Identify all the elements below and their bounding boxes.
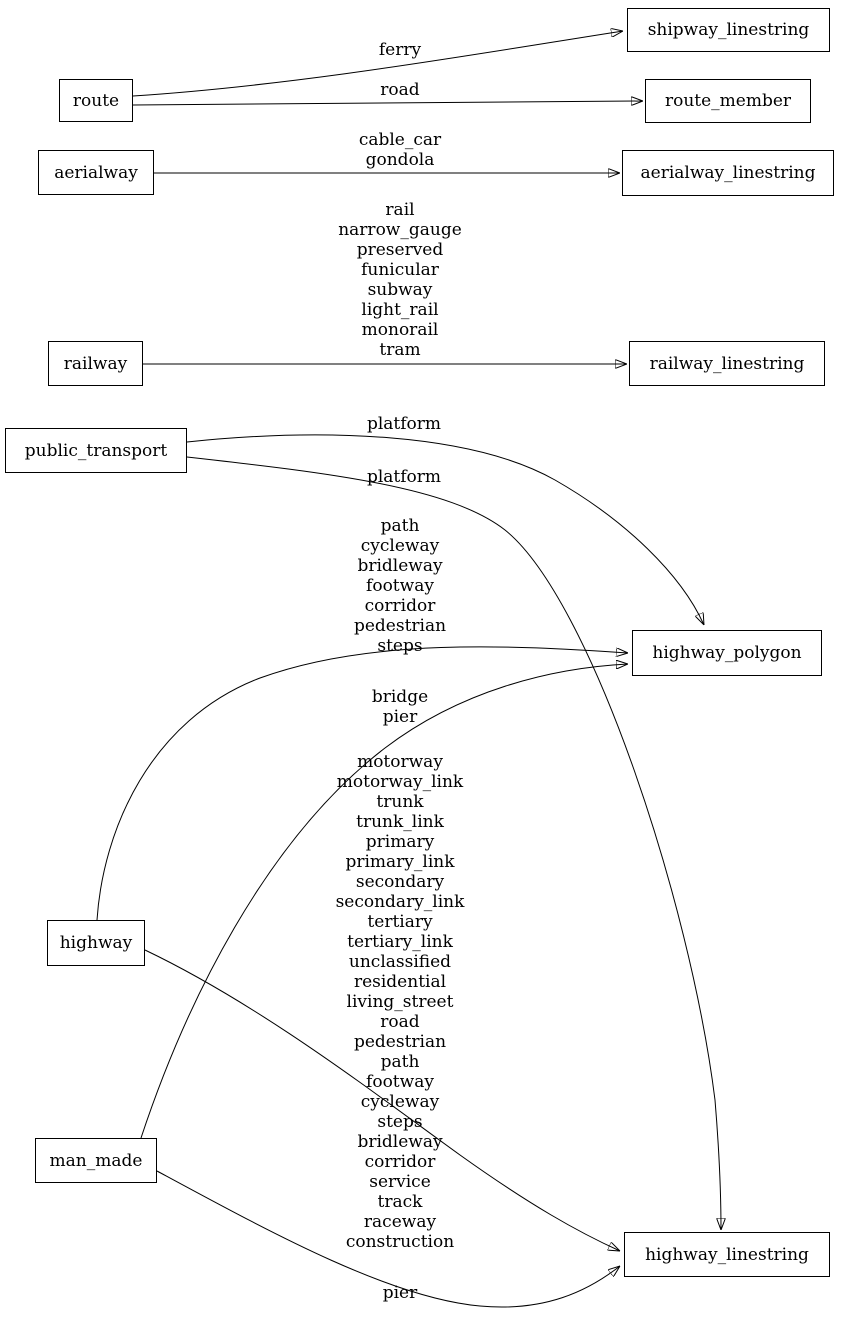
edge-label-cable-car-gondola: cable_car gondola (358, 130, 442, 170)
edge-public-transport-highway-linestring (186, 456, 721, 1230)
edge-highway-highway-linestring (144, 949, 620, 1251)
edge-label-platform-linestring: platform (366, 467, 442, 487)
edge-label-highway-polygon-types: path cycleway bridleway footway corridor… (353, 516, 447, 656)
edge-label-bridge-pier: bridge pier (371, 687, 429, 727)
edge-label-pier: pier (382, 1283, 418, 1303)
edge-public-transport-highway-polygon (186, 434, 704, 625)
edge-route-route-member (132, 101, 643, 105)
edge-highway-highway-polygon (96, 646, 628, 921)
edge-man-made-highway-polygon (140, 664, 628, 1139)
edge-label-ferry: ferry (378, 40, 422, 60)
node-aerialway-linestring: aerialway_linestring (622, 150, 834, 196)
node-railway-linestring: railway_linestring (629, 341, 825, 386)
node-route-member: route_member (645, 79, 811, 123)
node-aerialway: aerialway (38, 150, 154, 195)
node-route: route (59, 79, 133, 122)
edge-man-made-highway-linestring (156, 1170, 620, 1308)
node-railway: railway (48, 341, 143, 386)
edge-label-highway-linestring-types: motorway motorway_link trunk trunk_link … (335, 752, 465, 1252)
edge-route-shipway-linestring (132, 31, 623, 97)
node-public-transport: public_transport (5, 428, 187, 473)
node-highway-polygon: highway_polygon (632, 630, 822, 676)
edge-label-platform-polygon: platform (366, 414, 442, 434)
node-shipway-linestring: shipway_linestring (627, 8, 830, 52)
edge-label-railway-types: rail narrow_gauge preserved funicular su… (338, 200, 462, 360)
node-man-made: man_made (35, 1138, 157, 1183)
edge-label-road: road (380, 80, 420, 100)
node-highway: highway (47, 920, 145, 966)
node-highway-linestring: highway_linestring (624, 1232, 830, 1277)
